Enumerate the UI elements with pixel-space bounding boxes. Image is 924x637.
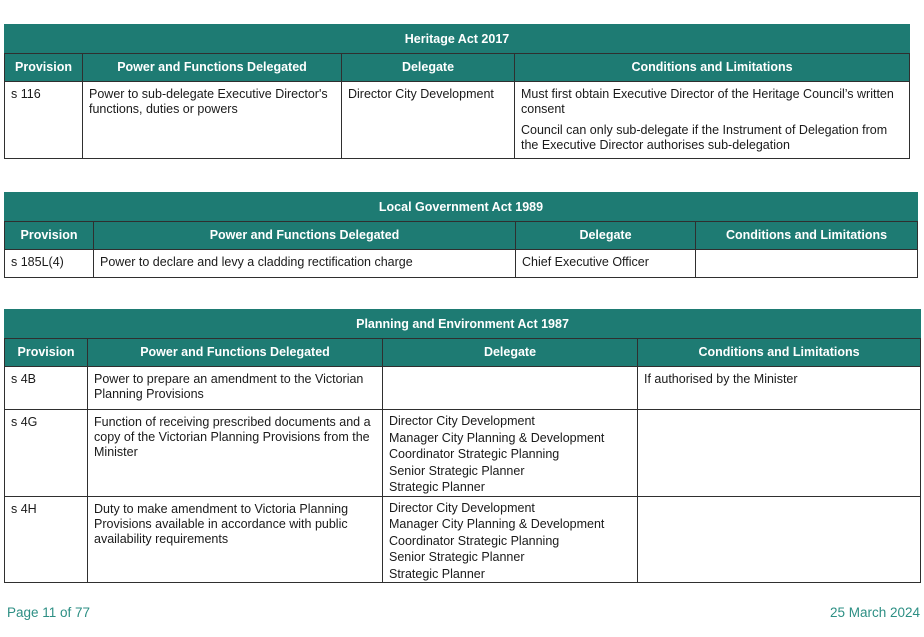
delegate-line: Director City Development [348,87,494,101]
local-government-act-table: Local Government Act 1989 Provision Powe… [4,192,918,278]
delegate-line: Director City Development [389,414,535,428]
conditions-cell [636,495,922,583]
power-cell: Power to sub-delegate Executive Director… [82,81,342,159]
provision-cell: s 4G [4,409,88,497]
column-header-conditions: Conditions and Limitations [636,338,922,367]
delegate-line: Manager City Planning & Development [389,517,605,531]
condition-line: Council can only sub-delegate if the Ins… [521,123,888,152]
column-header-delegate: Delegate [341,53,515,82]
conditions-cell [695,249,918,278]
column-header-provision: Provision [4,221,94,250]
provision-cell: s 185L(4) [4,249,94,278]
column-header-power: Power and Functions Delegated [87,338,383,367]
delegate-cell: Director City Development Manager City P… [382,409,638,497]
table-row: s 185L(4) Power to declare and levy a cl… [4,249,918,278]
column-header-delegate: Delegate [515,221,696,250]
power-cell: Power to prepare an amendment to the Vic… [87,366,383,410]
delegate-line: Senior Strategic Planner [389,550,525,564]
column-header-power: Power and Functions Delegated [82,53,342,82]
provision-cell: s 116 [4,81,83,159]
heritage-act-table: Heritage Act 2017 Provision Power and Fu… [3,24,911,159]
delegate-line: Strategic Planner [389,566,485,581]
column-header-provision: Provision [4,53,83,82]
power-cell: Function of receiving prescribed documen… [87,409,383,497]
table-title: Heritage Act 2017 [3,24,911,54]
delegate-line: Strategic Planner [389,480,485,494]
planning-environment-act-table: Planning and Environment Act 1987 Provis… [3,309,922,583]
condition-line: If authorised by the Minister [644,372,798,386]
delegate-cell: Director City Development Manager City P… [382,495,638,583]
column-header-conditions: Conditions and Limitations [695,221,918,250]
conditions-cell [636,409,922,497]
document-date: 25 March 2024 [829,605,920,620]
conditions-cell: If authorised by the Minister [636,366,922,410]
condition-line: Must first obtain Executive Director of … [521,87,894,116]
page-number: Page 11 of 77 [7,605,91,620]
table-row: s 116 Power to sub-delegate Executive Di… [4,81,911,159]
delegate-line: Coordinator Strategic Planning [389,447,560,461]
column-header-power: Power and Functions Delegated [93,221,516,250]
delegate-line: Director City Development [389,500,535,515]
table-row: s 4G Function of receiving prescribed do… [4,409,922,497]
table-row: s 4H Duty to make amendment to Victoria … [4,495,922,583]
provision-cell: s 4B [4,366,88,410]
power-cell: Duty to make amendment to Victoria Plann… [87,495,383,583]
conditions-cell: Must first obtain Executive Director of … [513,81,911,159]
column-header-delegate: Delegate [382,338,638,367]
table-title: Planning and Environment Act 1987 [3,309,922,339]
table-title: Local Government Act 1989 [4,192,918,222]
column-header-conditions: Conditions and Limitations [513,53,911,82]
delegate-line: Manager City Planning & Development [389,430,605,445]
delegate-cell: Chief Executive Officer [515,249,696,278]
delegate-cell [382,366,638,410]
delegate-line: Chief Executive Officer [522,255,649,269]
delegate-line: Coordinator Strategic Planning [389,533,560,548]
column-header-provision: Provision [4,338,88,367]
table-row: s 4B Power to prepare an amendment to th… [4,366,922,410]
provision-cell: s 4H [4,495,88,583]
power-cell: Power to declare and levy a cladding rec… [93,249,516,278]
delegate-line: Senior Strategic Planner [389,463,525,478]
delegate-cell: Director City Development [341,81,515,159]
